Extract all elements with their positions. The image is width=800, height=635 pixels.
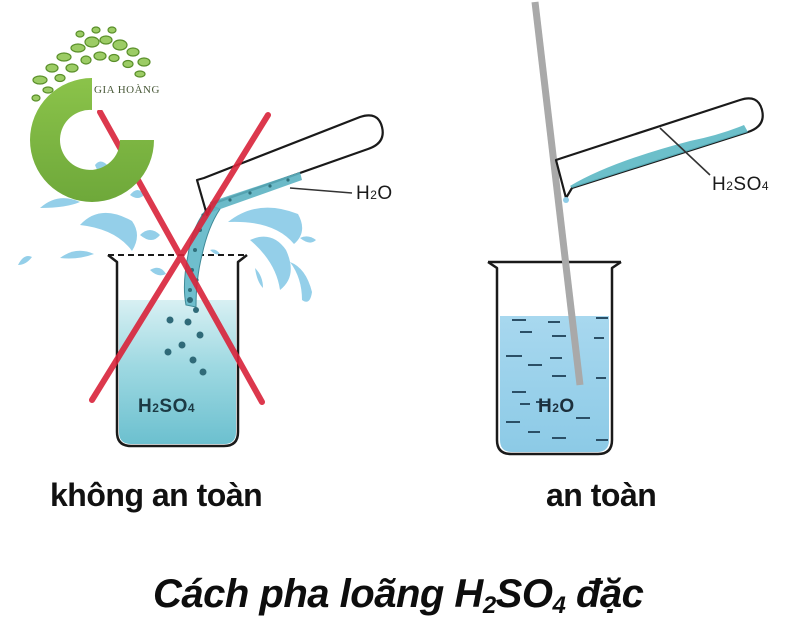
test-tube-right — [554, 97, 764, 200]
glass-rod — [531, 1, 584, 386]
water-dashes — [506, 317, 608, 441]
beaker-right — [487, 260, 622, 456]
diagram-caption: Cách pha loãng H2SO4 đặc — [153, 572, 644, 619]
beaker-right-label: H2O — [538, 396, 575, 417]
test-tube-left — [195, 114, 384, 217]
test-tube-left-label: H2O — [356, 183, 393, 204]
gia-hoang-logo-icon — [30, 26, 156, 202]
acid-bubbles — [164, 297, 207, 376]
test-tube-right-label: H2SO4 — [712, 174, 770, 195]
beaker-left — [107, 254, 248, 448]
beaker-left-label: H2SO4 — [138, 396, 196, 417]
unsafe-label: không an toàn — [50, 477, 263, 513]
splash-droplets — [18, 161, 316, 302]
beaker-left-liquid — [119, 300, 236, 444]
logo-brand-text: GIA HOÀNG — [94, 84, 160, 96]
safe-label: an toàn — [546, 477, 657, 513]
